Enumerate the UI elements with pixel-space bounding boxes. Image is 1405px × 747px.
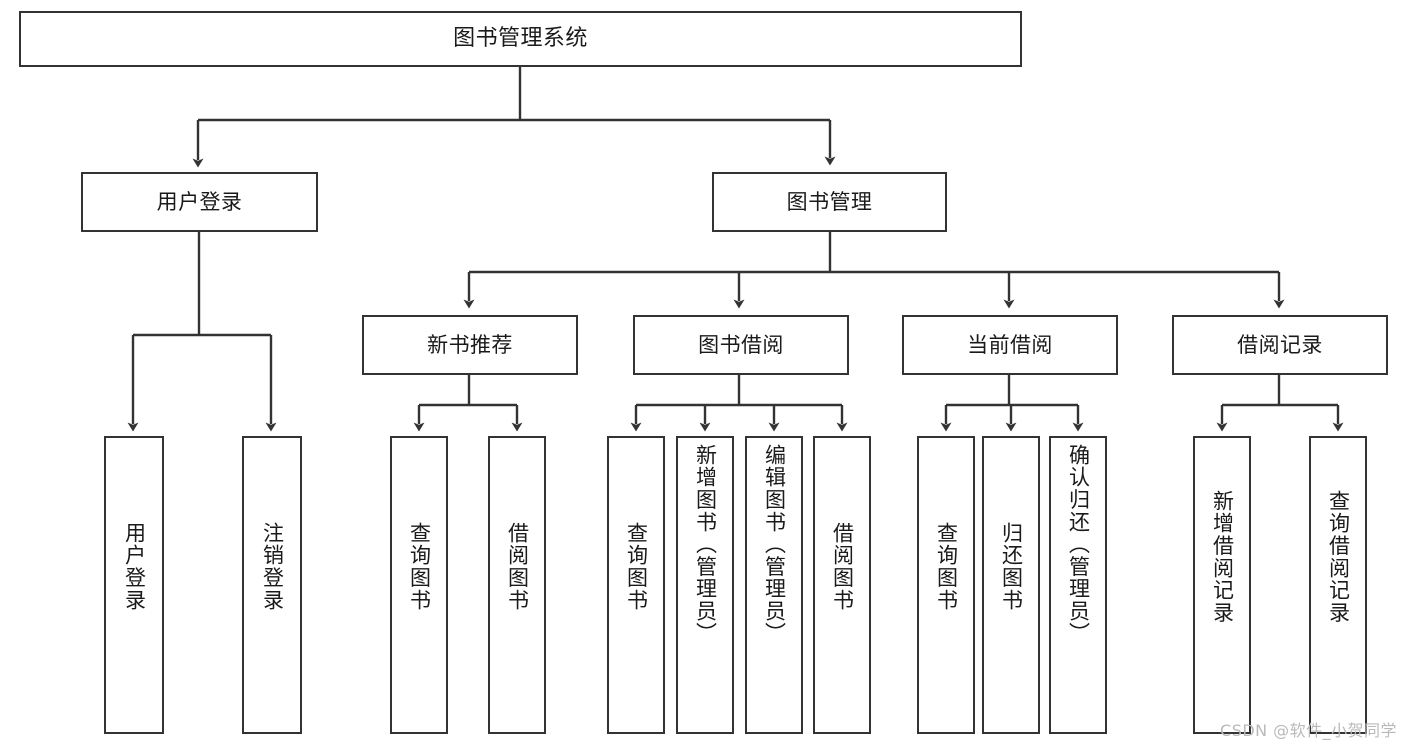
node-label: 新增借阅记录 <box>1210 490 1235 624</box>
node-label: 当前借阅 <box>967 332 1053 357</box>
csdn-watermark: CSDN @软件_小贺同学 <box>1220 721 1397 740</box>
leaf-confirm-return-admin[interactable]: 确认归还（管理员） <box>1049 436 1107 734</box>
node-label: 新书推荐 <box>427 332 513 357</box>
node-label: 图书借阅 <box>698 332 784 357</box>
node-label: 查询图书 <box>934 522 959 612</box>
node-label: 用户登录 <box>156 189 243 214</box>
node-root-book-management-system[interactable]: 图书管理系统 <box>19 11 1022 67</box>
node-label: 查询图书 <box>407 522 432 612</box>
leaf-query-book-recommend[interactable]: 查询图书 <box>390 436 448 734</box>
node-label: 确认归还（管理员） <box>1066 444 1091 645</box>
node-label: 借阅图书 <box>505 522 530 612</box>
node-borrow-record[interactable]: 借阅记录 <box>1172 315 1388 375</box>
leaf-borrow-book-recommend[interactable]: 借阅图书 <box>488 436 546 734</box>
node-book-manage[interactable]: 图书管理 <box>712 172 947 232</box>
leaf-user-login[interactable]: 用户登录 <box>104 436 164 734</box>
node-new-book-recommend[interactable]: 新书推荐 <box>362 315 578 375</box>
leaf-query-book-borrow[interactable]: 查询图书 <box>607 436 665 734</box>
node-label: 图书管理 <box>786 189 873 214</box>
leaf-add-borrow-record[interactable]: 新增借阅记录 <box>1193 436 1251 734</box>
node-label: 借阅图书 <box>830 522 855 612</box>
node-label: 图书管理系统 <box>453 26 588 52</box>
leaf-query-borrow-record[interactable]: 查询借阅记录 <box>1309 436 1367 734</box>
leaf-borrow-book[interactable]: 借阅图书 <box>813 436 871 734</box>
node-label: 用户登录 <box>122 522 147 612</box>
node-label: 归还图书 <box>999 522 1024 612</box>
node-label: 查询借阅记录 <box>1326 490 1351 624</box>
node-book-borrow[interactable]: 图书借阅 <box>633 315 849 375</box>
node-label: 注销登录 <box>260 522 285 612</box>
leaf-query-book-current[interactable]: 查询图书 <box>917 436 975 734</box>
node-label: 查询图书 <box>624 522 649 612</box>
node-label: 新增图书（管理员） <box>693 444 718 645</box>
leaf-add-book-admin[interactable]: 新增图书（管理员） <box>676 436 734 734</box>
leaf-user-logout[interactable]: 注销登录 <box>242 436 302 734</box>
node-current-borrow[interactable]: 当前借阅 <box>902 315 1118 375</box>
node-label: 借阅记录 <box>1237 332 1323 357</box>
node-label: 编辑图书（管理员） <box>762 444 787 645</box>
leaf-edit-book-admin[interactable]: 编辑图书（管理员） <box>745 436 803 734</box>
leaf-return-book[interactable]: 归还图书 <box>982 436 1040 734</box>
node-user-login[interactable]: 用户登录 <box>81 172 318 232</box>
